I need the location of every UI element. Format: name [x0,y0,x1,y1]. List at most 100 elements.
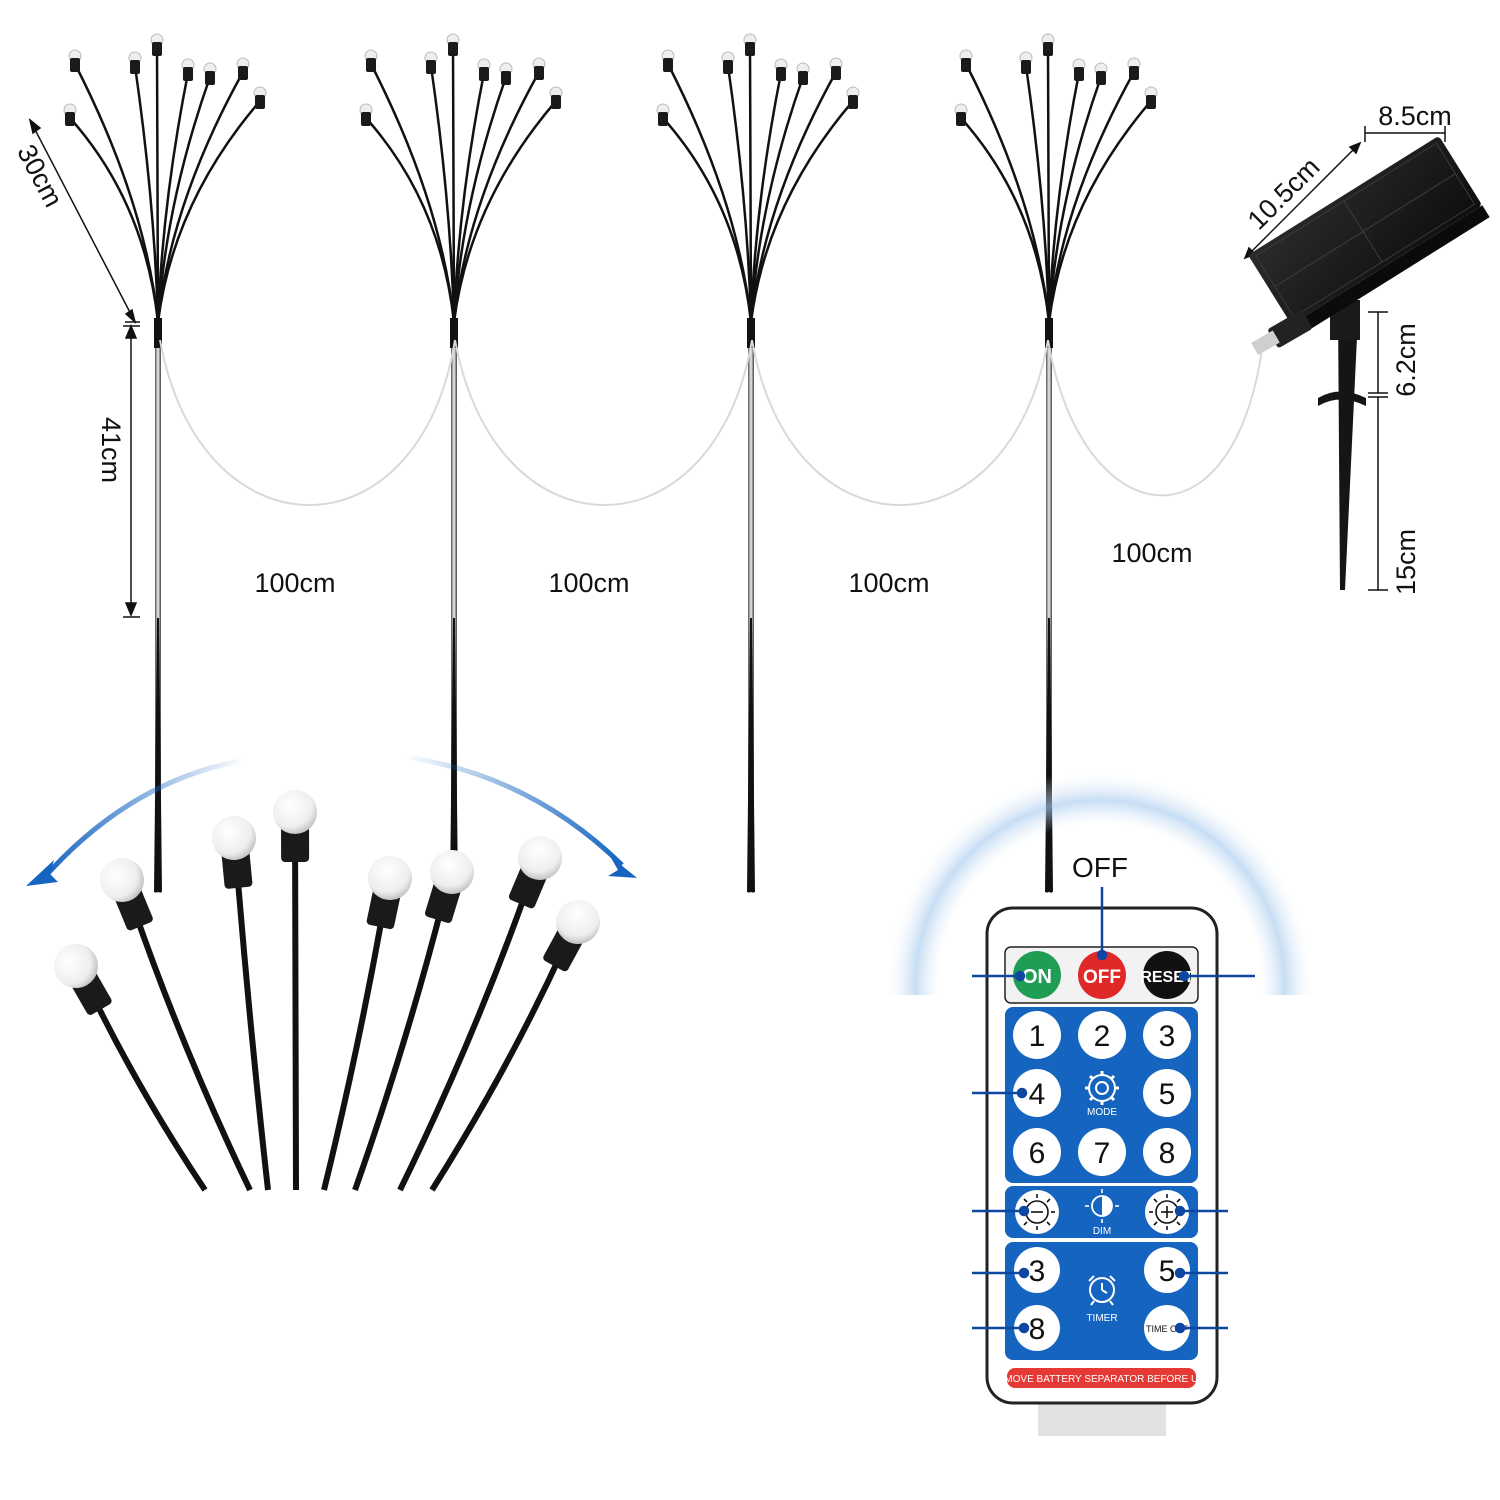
closeup-bulb [321,856,412,1191]
cable-segment [454,339,753,506]
bulb-socket [745,42,755,56]
closeup-bulb [273,790,317,1191]
mode-button-label: 8 [1159,1137,1176,1170]
cable-length-label: 100cm [1111,538,1192,568]
stake-tip [450,618,458,892]
bulb-socket [1146,95,1156,109]
dim-label: DIM [1093,1226,1111,1237]
mode-button-5[interactable] [1143,1069,1191,1117]
bulb-socket [956,112,966,126]
remote-callout-lines [972,887,1255,1334]
bulb-socket [798,71,808,85]
stake-connector [154,318,162,348]
bulb-socket [205,71,215,85]
bulb-socket [1043,42,1053,56]
closeup-globe [556,900,600,944]
stake-tip [747,618,755,892]
stake-connector [747,318,755,348]
light-branch [133,65,160,323]
cable-length-label: 100cm [848,568,929,598]
light-branch [748,47,753,323]
bulb-socket [1096,71,1106,85]
firework-light [63,33,267,893]
timer-3-button[interactable] [1014,1247,1060,1293]
mode-button-label: 4 [1029,1078,1046,1111]
on-button[interactable] [1013,951,1061,999]
mode-button-label: 2 [1094,1020,1111,1053]
cable-length-label: 100cm [254,568,335,598]
on-label: ON [1022,966,1052,988]
time-off-button[interactable] [1144,1305,1190,1351]
stake-connector [1045,318,1053,348]
mode-button-label: 3 [1159,1020,1176,1053]
left-arrow-head [26,860,58,886]
closeup-bulb [212,816,271,1191]
light-branch [73,63,160,323]
bulb-socket [534,66,544,80]
light-branch [1024,65,1051,323]
sway-arrows [40,754,624,882]
bulb-socket [183,67,193,81]
bulb-socket [831,66,841,80]
light-branch [1047,76,1103,323]
closeup-globe [430,850,474,894]
bulb-socket [848,95,858,109]
light-branch [749,100,854,323]
timer-5-button[interactable] [1144,1247,1190,1293]
mode-button-8[interactable] [1143,1128,1191,1176]
mode-button-2[interactable] [1078,1011,1126,1059]
closeup-bulb [352,850,474,1192]
solar-panel [1249,137,1490,590]
bulb-socket [152,42,162,56]
light-branch [452,71,541,323]
bulb-socket [723,60,733,74]
light-branch [369,63,456,323]
closeup-globe [212,816,256,860]
spike-height-label: 15cm [1391,529,1421,595]
time-off-label: TIME OFF [1146,1324,1188,1334]
mode-button-7[interactable] [1078,1128,1126,1176]
mode-button-1[interactable] [1013,1011,1061,1059]
bulb-socket [1074,67,1084,81]
closeup-globe [273,790,317,834]
closeup-branch [321,906,387,1191]
bulb-socket [448,42,458,56]
mode-button-label: 1 [1029,1020,1046,1053]
light-branch [1047,100,1152,323]
light-branch [155,47,160,323]
light-branch [156,71,245,323]
bulb-socket [1021,60,1031,74]
off-button[interactable] [1078,951,1126,999]
bulb-socket [65,112,75,126]
timer-8-button[interactable] [1014,1305,1060,1351]
off-label: OFF [1083,967,1121,988]
closeup-globe [100,858,144,902]
bulb-socket [255,95,265,109]
reset-button[interactable] [1143,951,1191,999]
firework-light [359,33,563,893]
dim-icon [1085,1189,1119,1223]
off-callout-label: OFF [1072,852,1128,883]
timer-8-label: 8 [1029,1313,1046,1346]
bulb-socket [776,67,786,81]
brightness-up-icon [1149,1194,1185,1230]
light-branch [451,47,456,323]
closeup-branch [233,867,271,1191]
light-branch [452,76,508,323]
closeup-bulb [54,944,208,1192]
bulb-socket [663,58,673,72]
closeup-bulb [397,836,562,1192]
mode-button-4[interactable] [1013,1069,1061,1117]
bulb-socket [361,112,371,126]
mode-button-6[interactable] [1013,1128,1061,1176]
closeup-globe [518,836,562,880]
bulb-socket [1129,66,1139,80]
mode-button-3[interactable] [1143,1011,1191,1059]
mode-gear-icon [1085,1071,1119,1105]
bulb-socket [658,112,668,126]
bulb-socket [501,71,511,85]
right-arrow-head [608,856,637,878]
cable-length-label: 100cm [548,568,629,598]
